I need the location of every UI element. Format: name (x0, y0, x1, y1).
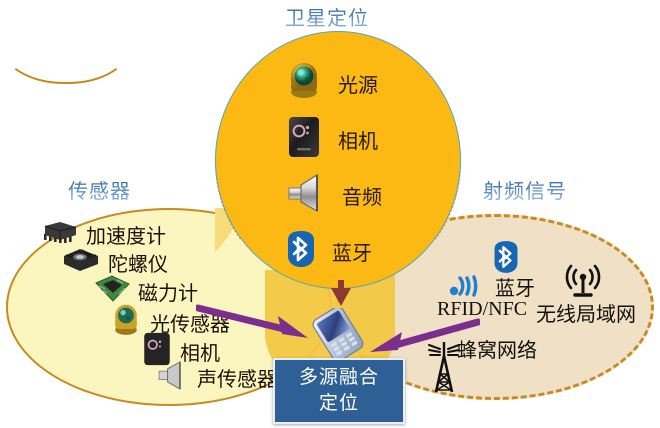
satellite-item-audio: 音频 (284, 172, 464, 218)
sensor-item-gyroscope: 陀螺仪 (58, 246, 168, 279)
satellite-item-label: 光源 (338, 74, 378, 97)
speaker-icon (284, 171, 328, 220)
satellite-item-camera: 相机 (284, 116, 464, 162)
camera-icon (284, 115, 324, 164)
satellite-group-circle: 光源 (215, 31, 461, 289)
arrow-rf-to-fusion (368, 318, 482, 363)
intersection-arc-bottom (0, 0, 132, 84)
sensor-item-magnetometer: 磁力计 (92, 274, 198, 309)
satellite-group-title: 卫星定位 (285, 2, 369, 31)
arrow-sensor-to-fusion (194, 300, 312, 349)
acoustic-sensor-icon (155, 358, 191, 397)
accelerometer-chip-icon (40, 218, 80, 251)
magnetometer-board-icon (92, 274, 132, 309)
sensor-group-title: 传感器 (68, 175, 131, 204)
cell-tower-icon (420, 338, 468, 399)
fusion-label-line2: 定位 (318, 393, 359, 414)
sensor-item-label: 相机 (180, 343, 220, 365)
satellite-item-label: 蓝牙 (332, 242, 372, 265)
light-source-icon (284, 61, 324, 106)
rf-group-title: 射频信号 (483, 175, 567, 204)
sensor-item-label: 光传感器 (150, 314, 230, 336)
fusion-positioning-box[interactable]: 多源融合 定位 (273, 358, 405, 424)
bluetooth-icon (284, 230, 318, 273)
light-sensor-icon (108, 302, 144, 343)
sensor-item-label: 陀螺仪 (108, 254, 168, 276)
mobile-phone-icon (310, 306, 366, 362)
gyroscope-chip-icon (58, 246, 102, 279)
sensor-item-label: 加速度计 (86, 226, 166, 248)
sensor-item-camera: 相机 (140, 330, 220, 373)
wifi-antenna-icon (563, 264, 603, 305)
sensor-item-accelerometer: 加速度计 (40, 218, 166, 251)
rf-item-label-rfid-nfc: RFID/NFC (437, 298, 528, 320)
satellite-item-label: 音频 (342, 186, 382, 209)
satellite-item-label: 相机 (338, 130, 378, 153)
fusion-label-line1: 多源融合 (298, 367, 379, 388)
bluetooth-icon (491, 240, 521, 279)
sensor-item-light-sensor: 光传感器 (108, 302, 230, 343)
camera-icon (140, 330, 174, 373)
sensor-item-label: 声传感器 (197, 369, 277, 391)
sensor-item-label: 磁力计 (138, 283, 198, 305)
sensor-item-acoustic-sensor: 声传感器 (155, 358, 277, 397)
rf-item-label-cellular: 蜂窝网络 (457, 340, 537, 362)
rf-item-label-bluetooth: 蓝牙 (495, 278, 535, 300)
satellite-item-light-source: 光源 (284, 60, 464, 106)
rf-item-label-wlan: 无线局域网 (536, 304, 636, 326)
satellite-item-bluetooth: 蓝牙 (284, 228, 464, 274)
